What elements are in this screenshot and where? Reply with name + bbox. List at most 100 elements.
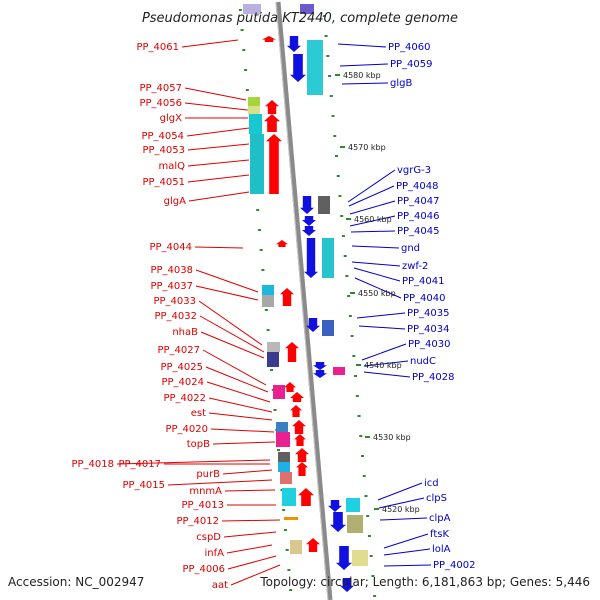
gene-label-left: infA (205, 548, 225, 559)
gene-arrow-forward (296, 462, 308, 476)
feature-box (322, 238, 334, 278)
leader-line-left (187, 174, 250, 183)
feature-box (352, 550, 368, 566)
feature-box (248, 106, 260, 114)
leader-line-left (202, 349, 267, 386)
gene-label-right: PP_4048 (396, 181, 439, 192)
gene-label-right: PP_4041 (402, 276, 445, 287)
leader-line-left (184, 87, 247, 101)
leader-line-right (348, 185, 395, 207)
leader-line-left (116, 459, 271, 465)
gene-label-left: PP_4032 (154, 311, 197, 322)
kbp-label: 4520 kbp (382, 505, 420, 514)
topology-text: Topology: circular; Length: 6,181,863 bp… (259, 575, 590, 589)
leader-line-left (195, 285, 259, 301)
gene-arrow-forward (266, 134, 282, 194)
backbone-edge (275, 1, 329, 600)
gene-label-right: PP_4045 (397, 226, 440, 237)
gene-label-left: PP_4020 (165, 424, 208, 435)
feature-box (250, 134, 264, 194)
accession-text: Accession: NC_002947 (8, 575, 144, 589)
feature-box (249, 114, 262, 134)
gene-arrow-reverse (340, 578, 354, 592)
gene-label-left: PP_4013 (181, 500, 224, 511)
gene-label-right: PP_4047 (397, 196, 440, 207)
feature-box (282, 488, 296, 506)
kbp-label: 4570 kbp (348, 143, 386, 152)
gene-arrow-forward (294, 434, 306, 446)
gene-arrow-forward (290, 405, 302, 417)
gene-arrow-reverse (328, 500, 342, 512)
leader-line-right (377, 482, 423, 501)
gene-arrow-forward (298, 488, 314, 506)
feature-box (262, 285, 274, 295)
gene-label-right: clpS (426, 493, 447, 504)
feature-box (248, 97, 260, 106)
leader-line-right (363, 360, 409, 367)
leader-line-right (347, 169, 396, 203)
gene-arrow-reverse (300, 196, 314, 214)
gene-label-left: PP_4027 (157, 345, 200, 356)
gene-arrow-reverse (287, 36, 301, 52)
gene-label-left: mnmA (189, 486, 222, 497)
gene-label-left: glgX (160, 113, 182, 124)
leader-line-left (187, 159, 250, 167)
leader-line-right (379, 517, 428, 521)
gene-arrow-reverse (304, 238, 318, 278)
leader-line-left (181, 39, 239, 48)
label-leader-lines (116, 39, 432, 586)
feature-boxes (243, 4, 368, 566)
leader-line-left (184, 102, 248, 111)
gene-label-left: PP_4053 (142, 145, 185, 156)
gene-arrow-forward (306, 538, 320, 552)
leader-line-right (383, 548, 431, 556)
leader-line-left (230, 564, 281, 586)
gene-label-left: malQ (158, 161, 185, 172)
gene-label-left: PP_4044 (149, 242, 192, 253)
gene-label-left: topB (187, 439, 210, 450)
map-title: Pseudomonas putida KT2440, complete geno… (142, 11, 458, 26)
gene-arrow-reverse (302, 226, 316, 236)
gene-label-left: PP_4018 (71, 459, 114, 470)
leader-line-right (361, 343, 407, 361)
leader-line-right (358, 325, 406, 330)
gene-label-right: gnd (401, 243, 420, 254)
leader-line-right (350, 230, 396, 233)
gene-label-left: PP_4061 (136, 42, 179, 53)
gene-label-left: PP_4054 (141, 131, 184, 142)
gene-arrows (262, 36, 354, 592)
gene-labels: PP_4061PP_4057PP_4056glgXPP_4054PP_4053m… (71, 42, 475, 591)
gene-label-right: vgrG-3 (397, 165, 431, 176)
leader-line-left (205, 366, 269, 393)
gene-label-left: PP_4051 (142, 177, 185, 188)
leader-line-left (223, 531, 277, 538)
gene-arrow-forward (295, 448, 309, 462)
feature-box (300, 4, 314, 14)
gene-label-right: PP_4028 (412, 372, 455, 383)
feature-box (346, 498, 360, 512)
gene-label-left: nhaB (172, 327, 198, 338)
gene-label-left: PP_4022 (163, 393, 206, 404)
kbp-label: 4560 kbp (354, 215, 392, 224)
leader-line-right (349, 200, 396, 215)
feature-box (284, 517, 298, 520)
kbp-label: 4550 kbp (358, 289, 396, 298)
leader-line-left (221, 519, 281, 522)
gene-label-left: PP_4025 (160, 362, 203, 373)
leader-line-right (383, 533, 429, 549)
gene-label-left: PP_4037 (150, 281, 193, 292)
gene-label-left: PP_4017 (118, 459, 161, 470)
backbone-track (275, 1, 333, 600)
leader-line-left (194, 246, 244, 249)
gene-label-right: PP_4030 (408, 339, 451, 350)
gene-label-left: PP_4057 (139, 83, 182, 94)
gene-arrow-reverse (330, 512, 346, 532)
gene-label-left: aat (212, 580, 228, 591)
leader-line-right (349, 215, 396, 227)
gene-label-left: PP_4012 (176, 516, 219, 527)
feature-box (273, 385, 285, 399)
feature-box (333, 367, 345, 375)
gene-arrow-forward (262, 36, 276, 42)
gene-label-right: PP_4040 (403, 293, 446, 304)
gene-label-left: est (191, 408, 206, 419)
